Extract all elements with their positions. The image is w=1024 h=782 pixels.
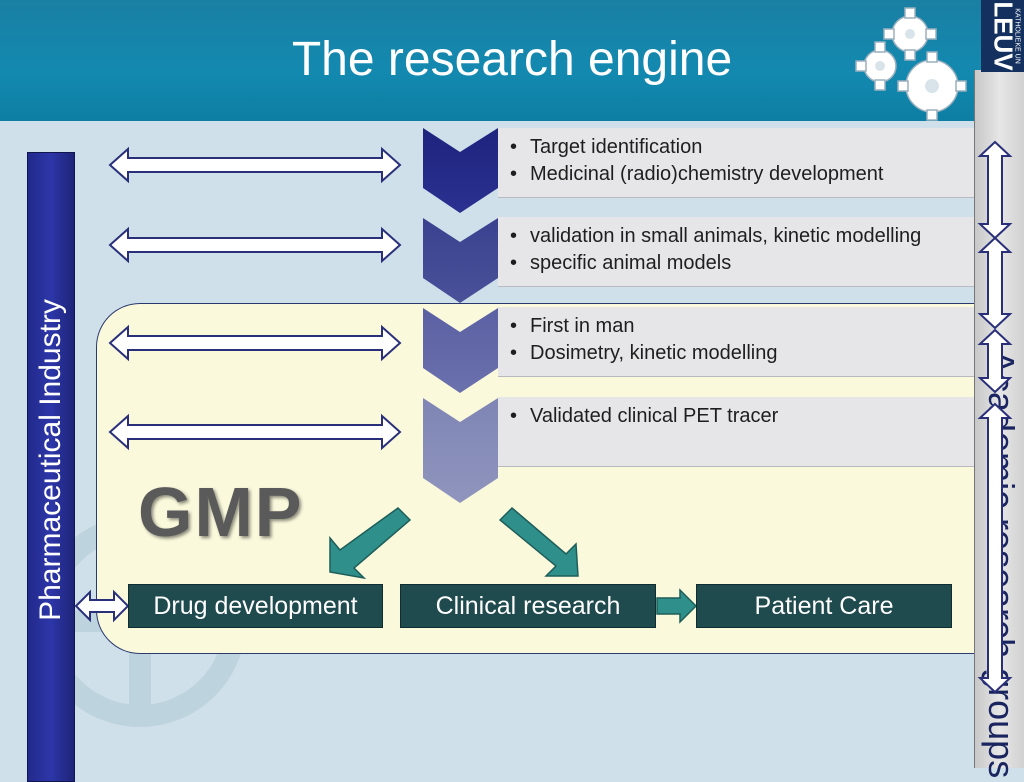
stage-bullet: validation in small animals, kinetic mod… [506, 223, 974, 250]
slide-title: The research engine [291, 33, 733, 86]
stage-bullet: Medicinal (radio)chemistry development [506, 161, 974, 188]
academic-research-label: Academic research groups [981, 350, 1022, 779]
header-bar [0, 0, 1024, 121]
stage-box-validation: validation in small animals, kinetic mod… [498, 217, 974, 287]
step-clinical-research: Clinical research [400, 584, 656, 628]
stage-bullet: Validated clinical PET tracer [506, 403, 974, 430]
stage-bullet: Dosimetry, kinetic modelling [506, 340, 974, 367]
stage-box-target: Target identification Medicinal (radio)c… [498, 128, 974, 198]
stage-bullet: First in man [506, 313, 974, 340]
stage-bullet: Target identification [506, 134, 974, 161]
step-drug-development: Drug development [128, 584, 383, 628]
stage-bullet: specific animal models [506, 250, 974, 277]
pharmaceutical-industry-bar [27, 152, 75, 782]
gmp-label: GMP [138, 473, 304, 551]
university-logo: LEUV KATHOLIEKE UN [981, 0, 1024, 72]
stage-box-first-in-man: First in man Dosimetry, kinetic modellin… [498, 307, 974, 377]
step-patient-care: Patient Care [696, 584, 952, 628]
pharmaceutical-industry-label: Pharmaceutical Industry [34, 299, 67, 621]
gears-icon [855, 7, 967, 121]
logo-small-text: KATHOLIEKE UN [1013, 8, 1021, 64]
stage-box-clinical-tracer: Validated clinical PET tracer [498, 397, 974, 467]
